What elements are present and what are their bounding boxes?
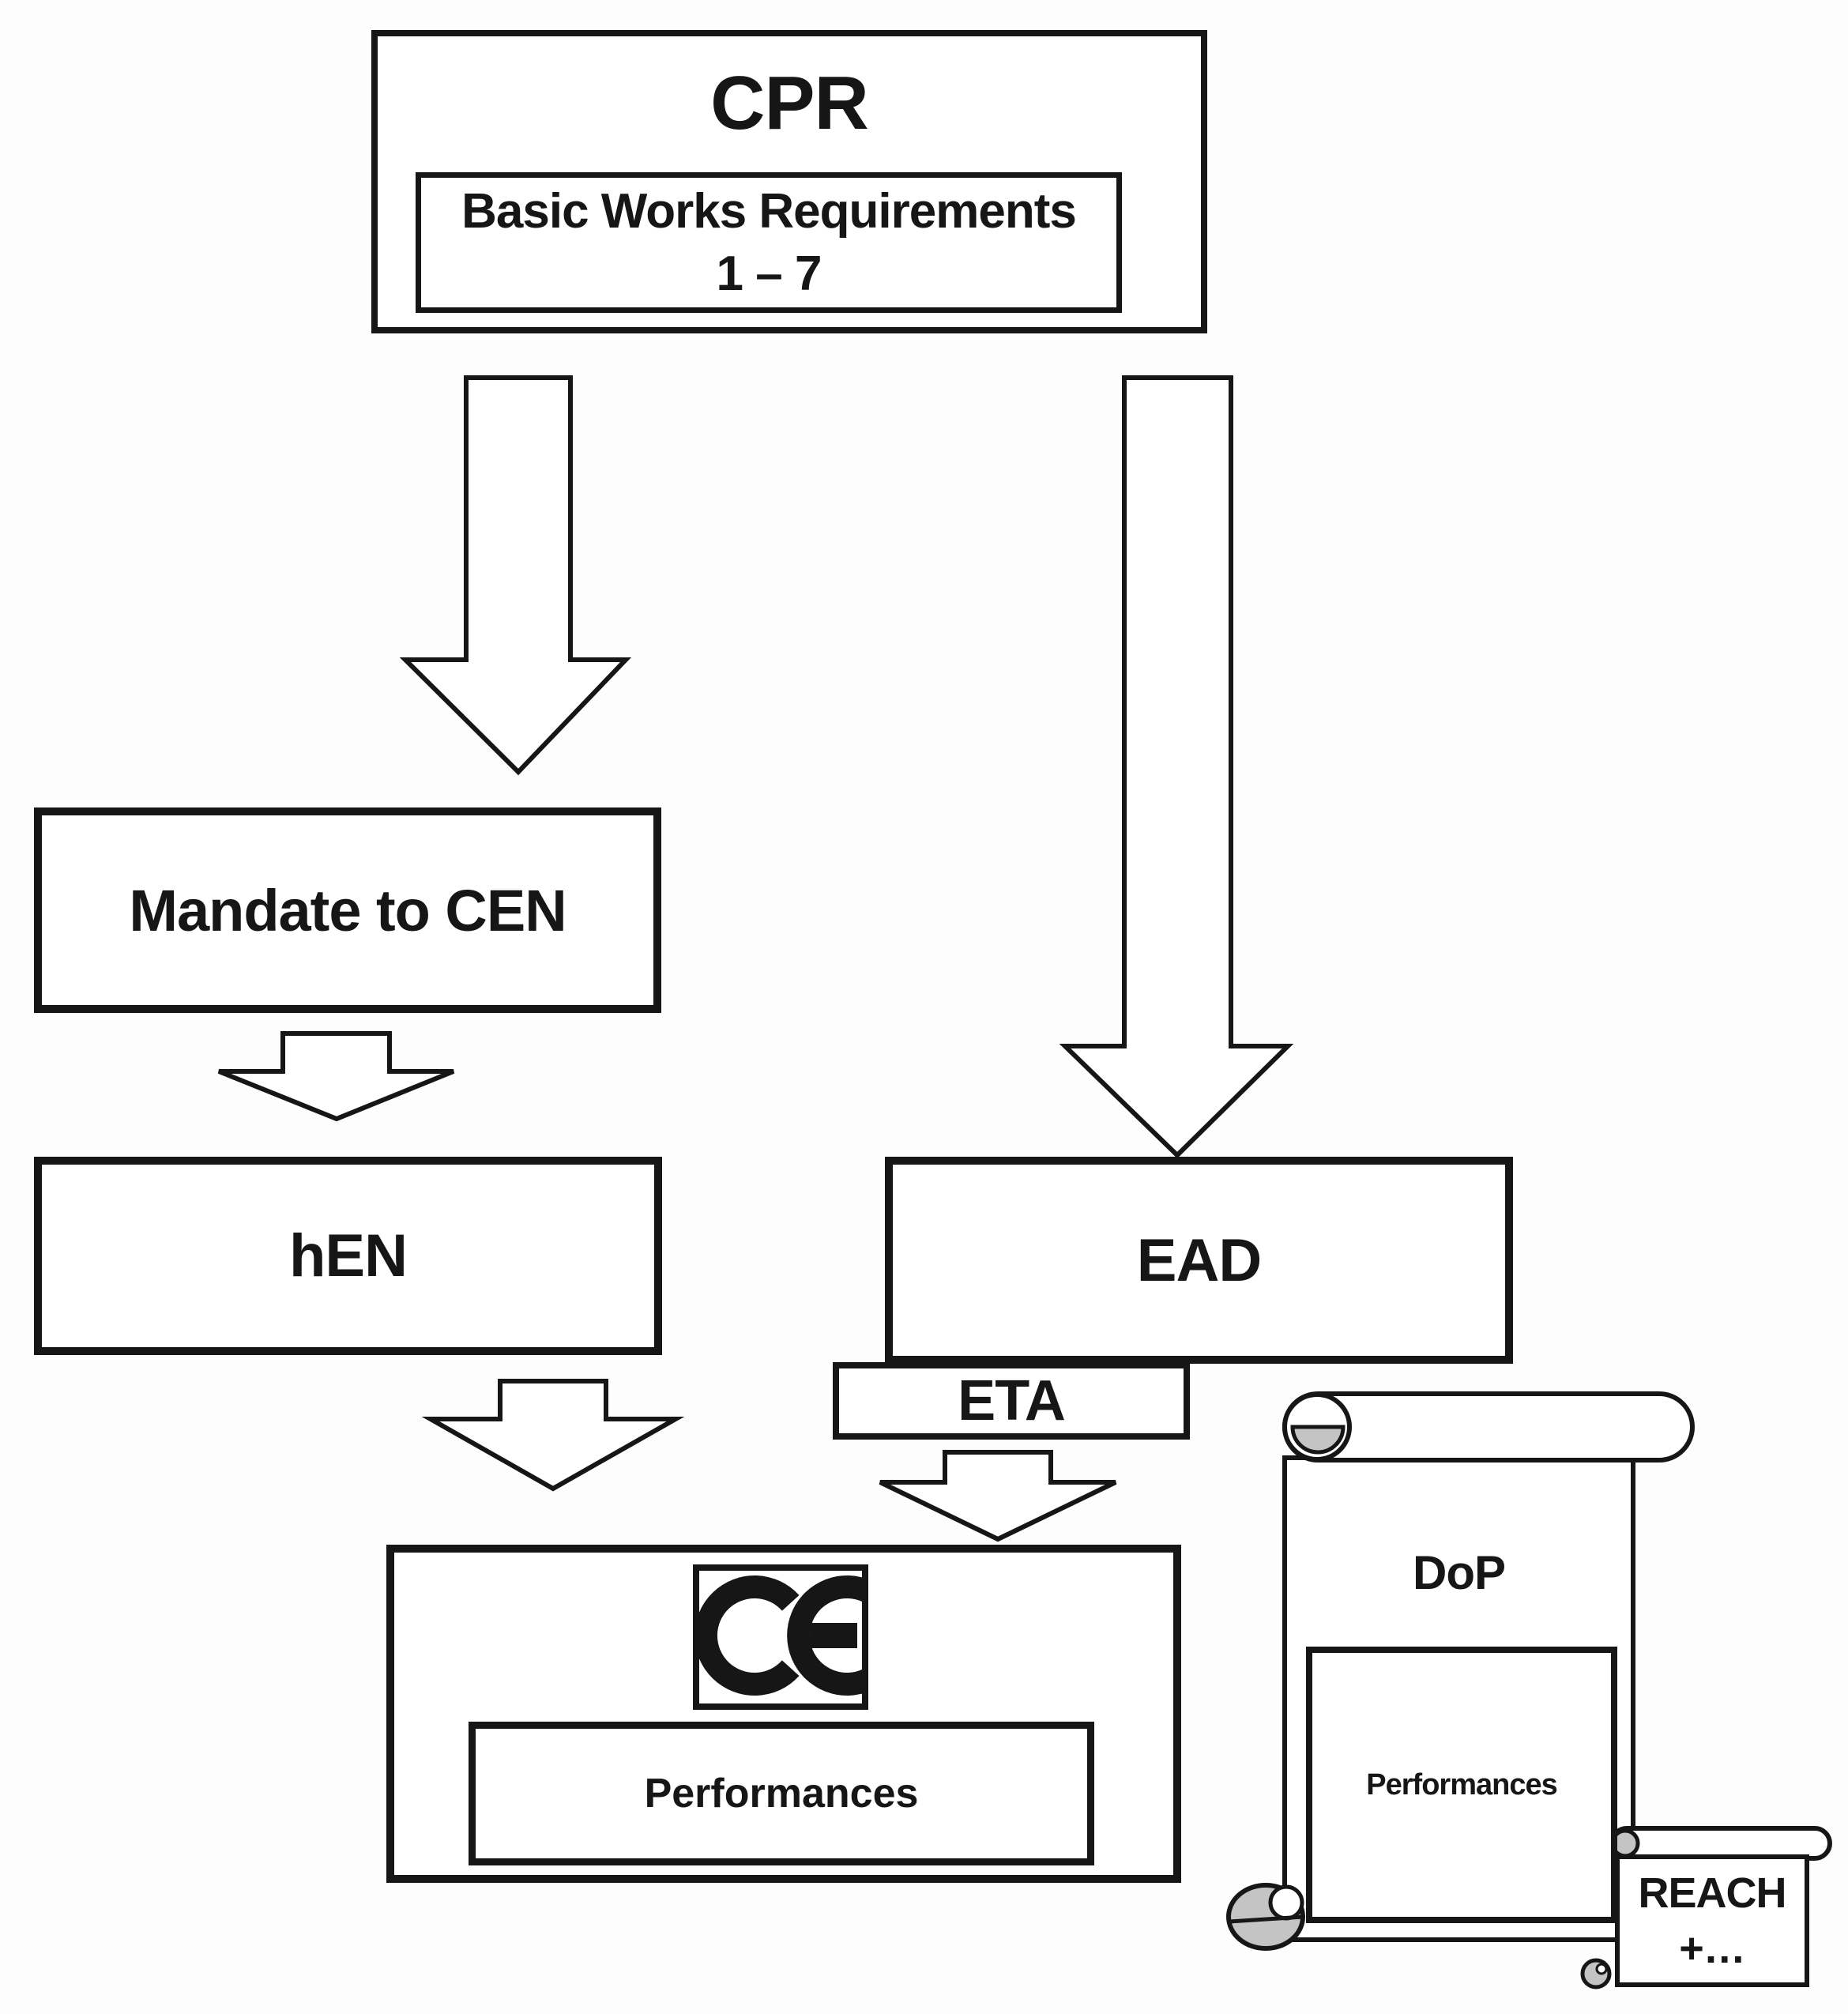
ce-performances-box: Performances	[469, 1722, 1094, 1865]
reach-scroll-bottom-curl-inner	[1595, 1963, 1608, 1975]
ead-label: EAD	[1136, 1226, 1262, 1294]
arrow-down-cpr-to-mandate-icon	[399, 375, 632, 776]
ce-mark-e-glyph	[787, 1575, 862, 1696]
ce-mark-c-glyph	[699, 1575, 800, 1696]
ce-mark-e-bar	[810, 1623, 857, 1648]
arrow-down-mandate-to-hen-icon	[217, 1031, 455, 1122]
basic-works-requirements-box: Basic Works Requirements 1 – 7	[416, 172, 1122, 313]
arrow-down-hen-to-ce-icon	[421, 1379, 685, 1492]
ce-mark-icon	[693, 1564, 868, 1710]
reach-scroll-bottom-curl	[1580, 1958, 1612, 1990]
ead-box: EAD	[885, 1157, 1513, 1364]
dop-performances-label: Performances	[1366, 1767, 1557, 1801]
basic-works-requirements-text: Basic Works Requirements	[461, 183, 1077, 239]
eta-label: ETA	[958, 1369, 1066, 1432]
hen-box: hEN	[34, 1157, 662, 1355]
reach-line2: +…	[1679, 1925, 1746, 1972]
arrow-down-cpr-to-ead-icon	[1059, 375, 1294, 1159]
reach-scroll-body	[1615, 1854, 1809, 1987]
eta-box: ETA	[833, 1362, 1190, 1440]
dop-scroll-bottom-curl-inner	[1268, 1884, 1304, 1921]
reach-line1: REACH	[1638, 1869, 1786, 1917]
mandate-to-cen-label: Mandate to CEN	[129, 877, 566, 943]
dop-scroll-top-curl-shade	[1290, 1425, 1346, 1455]
cpr-title: CPR	[710, 61, 869, 145]
ce-mark-glyphs	[699, 1575, 862, 1696]
ce-performances-label: Performances	[644, 1771, 919, 1816]
reach-note: REACH +…	[1617, 1858, 1807, 1983]
dop-label: DoP	[1413, 1545, 1506, 1599]
mandate-to-cen-box: Mandate to CEN	[34, 807, 661, 1013]
dop-performances-box: Performances	[1306, 1647, 1617, 1923]
reach-scroll-icon	[1580, 1826, 1832, 1990]
basic-works-requirements-range: 1 – 7	[716, 247, 822, 301]
dop-scroll-bottom-curl-edge	[1229, 1914, 1304, 1924]
reach-scroll-roll	[1609, 1826, 1832, 1861]
hen-label: hEN	[289, 1222, 408, 1289]
arrow-down-eta-to-ce-icon	[879, 1450, 1117, 1542]
